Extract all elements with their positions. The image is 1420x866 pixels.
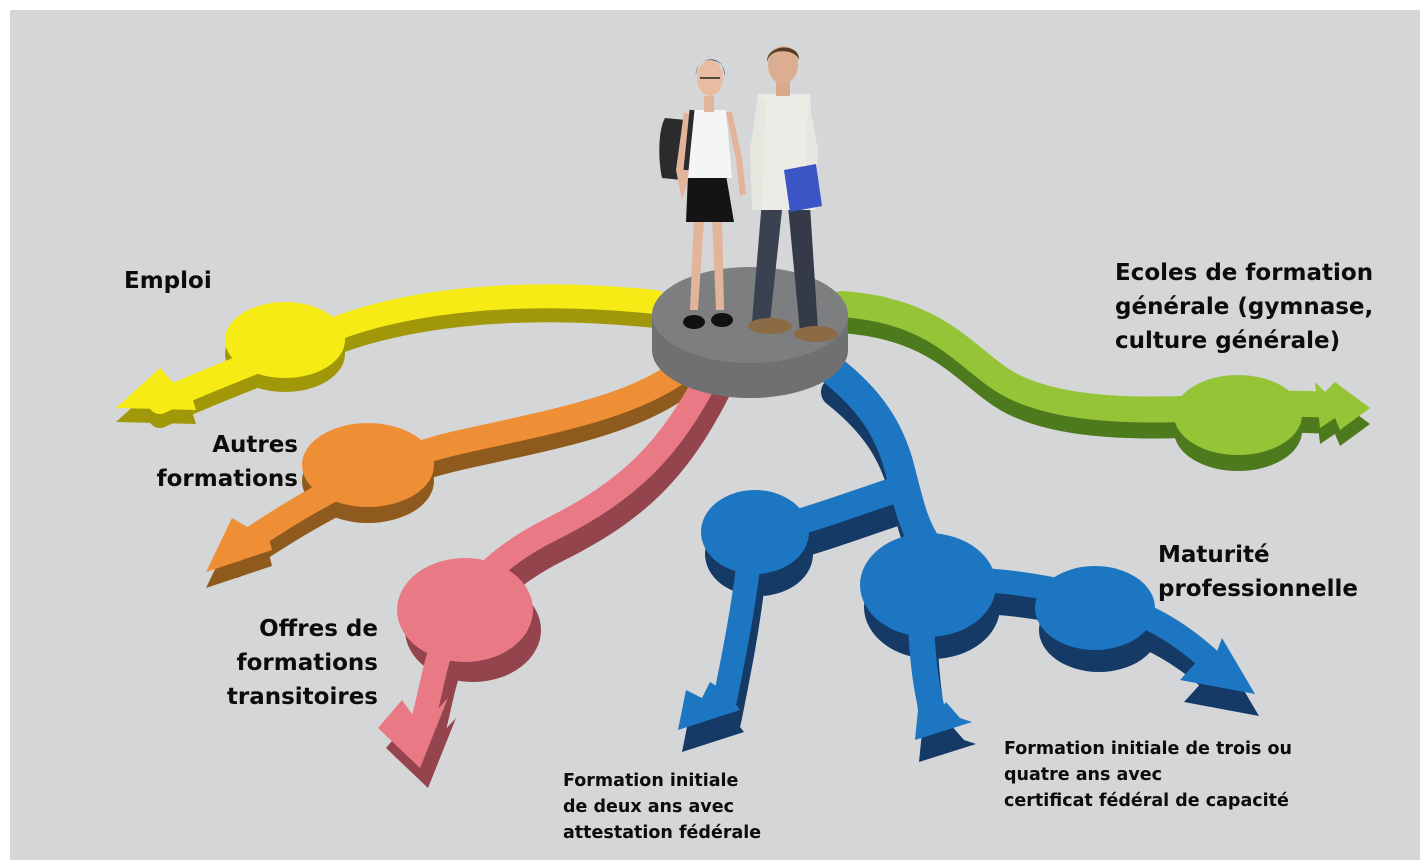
label-line: culture générale): [1115, 328, 1341, 354]
label-line: formations: [156, 466, 298, 492]
path-emploi: [116, 284, 667, 428]
label-line: de deux ans avec: [563, 797, 734, 817]
label-maturite-professionnelle: Maturité professionnelle: [1158, 538, 1358, 606]
label-formation-deux-ans: Formation initiale de deux ans avec atte…: [563, 768, 761, 846]
label-formation-trois-quatre-ans: Formation initiale de trois ou quatre an…: [1004, 736, 1292, 814]
path-formation-initiale: [678, 355, 1259, 762]
label-line: Ecoles de formation: [1115, 260, 1374, 286]
label-line: Autres: [212, 432, 298, 458]
pathways-diagram: [116, 46, 1370, 788]
label-autres-formations: Autres formations: [130, 428, 298, 496]
label-offres-transitoires: Offres de formations transitoires: [178, 612, 378, 714]
diagram-canvas: Emploi Autres formations Offres de forma…: [10, 10, 1420, 860]
path-autres-formations: [206, 358, 694, 588]
label-line: Formation initiale de trois ou: [1004, 739, 1292, 759]
label-line: attestation fédérale: [563, 823, 762, 843]
label-line: Emploi: [124, 268, 212, 294]
female-student-icon: [659, 59, 746, 329]
label-line: formations: [236, 650, 378, 676]
label-ecoles-formation-generale: Ecoles de formation générale (gymnase, c…: [1115, 256, 1373, 358]
label-line: générale (gymnase,: [1115, 294, 1374, 320]
label-line: certificat fédéral de capacité: [1004, 791, 1289, 811]
label-line: quatre ans avec: [1004, 765, 1162, 785]
path-offres-transitoires: [378, 360, 730, 788]
label-line: transitoires: [226, 684, 378, 710]
label-line: Formation initiale: [563, 771, 739, 791]
male-student-icon: [748, 46, 838, 342]
label-line: Maturité: [1158, 542, 1270, 568]
label-line: Offres de: [259, 616, 378, 642]
path-ecoles-formation-generale: [829, 291, 1370, 471]
label-emploi: Emploi: [124, 264, 212, 298]
label-line: professionnelle: [1158, 576, 1358, 602]
